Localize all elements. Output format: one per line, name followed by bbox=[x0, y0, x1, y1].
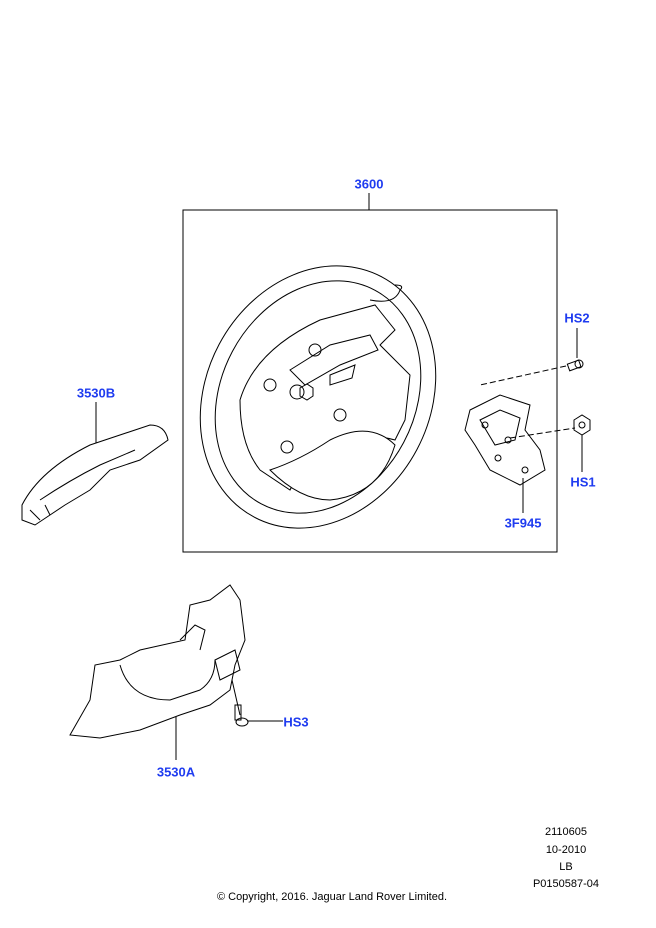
callout-hs3[interactable]: HS3 bbox=[283, 714, 309, 730]
assembly-box bbox=[182, 209, 558, 553]
bolt-hs2 bbox=[479, 328, 584, 386]
screw-hs3 bbox=[231, 679, 283, 727]
diagram-code: 2110605 bbox=[544, 826, 588, 838]
callout-3530a[interactable]: 3530A bbox=[156, 764, 196, 780]
callout-3530b[interactable]: 3530B bbox=[76, 385, 116, 401]
callout-hs2[interactable]: HS2 bbox=[564, 310, 590, 326]
diagram-side: LB bbox=[559, 861, 573, 873]
diagram-date: 10-2010 bbox=[545, 844, 587, 856]
bracket-3f945 bbox=[464, 394, 576, 513]
callout-3f945[interactable]: 3F945 bbox=[504, 515, 542, 531]
callout-hs1[interactable]: HS1 bbox=[570, 474, 596, 490]
callout-3600[interactable]: 3600 bbox=[354, 176, 384, 192]
copyright: © Copyright, 2016. Jaguar Land Rover Lim… bbox=[216, 891, 448, 903]
upper-shroud-3530b bbox=[21, 402, 169, 526]
nut-hs1 bbox=[573, 414, 591, 472]
steering-wheel bbox=[199, 265, 437, 529]
lower-shroud-3530a bbox=[69, 584, 246, 760]
diagram-part-ref: P0150587-04 bbox=[532, 878, 600, 890]
